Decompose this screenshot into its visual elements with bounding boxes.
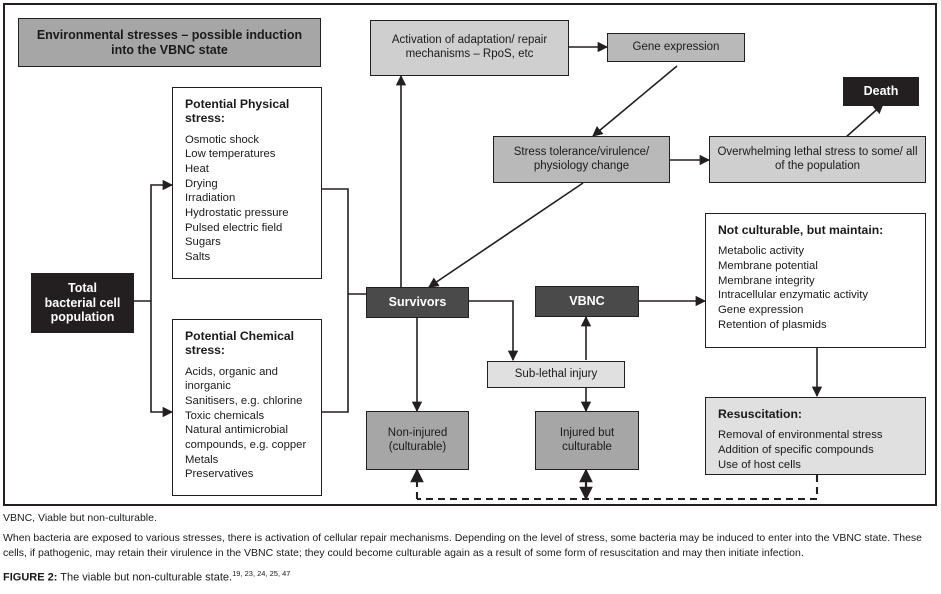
node-physical-stress-items: Osmotic shock Low temperatures Heat Dryi…	[185, 133, 289, 265]
list-item: Pulsed electric field	[185, 221, 283, 234]
node-overwhelming-lethal-stress: Overwhelming lethal stress to some/ all …	[709, 136, 926, 183]
node-not-culturable: Not culturable, but maintain: Metabolic …	[705, 213, 926, 348]
node-total-population-text: Total bacterial cell population	[44, 280, 121, 325]
node-death-text: Death	[863, 84, 899, 99]
list-item: Addition of specific compounds	[718, 444, 874, 457]
node-resuscitation-items: Removal of environmental stress Addition…	[718, 428, 883, 472]
node-vbnc-text: VBNC	[569, 294, 605, 309]
list-item: Heat	[185, 163, 209, 176]
wire-population-to-chemical	[150, 301, 174, 418]
list-item: Low temperatures	[185, 148, 276, 161]
list-item: Toxic chemicals	[185, 409, 265, 422]
caption-figure-label: FIGURE 2:	[3, 571, 58, 584]
node-gene-expression: Gene expression	[607, 33, 745, 62]
wire-physical-right	[321, 188, 349, 294]
list-item: Metals	[185, 453, 219, 466]
list-item: Use of host cells	[718, 458, 801, 471]
node-resuscitation-heading: Resuscitation:	[718, 407, 802, 421]
node-overwhelming-lethal-stress-text: Overwhelming lethal stress to some/ all …	[717, 145, 918, 172]
wire-stress-to-activation	[348, 74, 407, 295]
list-item: Osmotic shock	[185, 133, 260, 146]
list-item: Sugars	[185, 236, 221, 249]
figure-caption: VBNC, Viable but non-culturable. When ba…	[3, 512, 937, 583]
wire-population-split	[134, 179, 174, 302]
node-survivors-text: Survivors	[388, 295, 447, 310]
node-non-injured-text: Non-injured (culturable)	[387, 426, 448, 453]
node-stress-tolerance-text: Stress tolerance/virulence/ physiology c…	[513, 145, 650, 172]
node-not-culturable-heading: Not culturable, but maintain:	[718, 223, 884, 237]
node-sub-lethal-injury: Sub-lethal injury	[487, 361, 625, 388]
node-death: Death	[843, 77, 919, 106]
node-chemical-stress-heading: Potential Chemical stress:	[185, 329, 295, 358]
list-item: Metabolic activity	[718, 245, 805, 258]
node-chemical-stress: Potential Chemical stress: Acids, organi…	[172, 319, 322, 496]
node-sub-lethal-injury-text: Sub-lethal injury	[514, 367, 598, 380]
node-not-culturable-items: Metabolic activity Membrane potential Me…	[718, 244, 868, 332]
node-injured-but-culturable: Injured but culturable	[535, 411, 639, 470]
caption-body: When bacteria are exposed to various str…	[3, 532, 923, 559]
list-item: Preservatives	[185, 468, 254, 481]
node-chemical-stress-items: Acids, organic and inorganic Sanitisers,…	[185, 365, 311, 482]
caption-abbreviation: VBNC, Viable but non-culturable.	[3, 512, 157, 524]
list-item: Removal of environmental stress	[718, 429, 883, 442]
list-item: Gene expression	[718, 304, 804, 317]
list-item: Retention of plasmids	[718, 318, 827, 331]
node-vbnc: VBNC	[535, 286, 639, 317]
caption-figure-title: The viable but non-culturable state.	[57, 571, 233, 584]
caption-references: 19, 23, 24, 25, 47	[232, 568, 291, 578]
list-item: Hydrostatic pressure	[185, 207, 289, 220]
header-banner: Environmental stresses – possible induct…	[18, 18, 321, 67]
list-item: Irradiation	[185, 192, 236, 205]
wire-stress-to-survivors	[428, 182, 584, 288]
node-injured-but-culturable-text: Injured but culturable	[559, 426, 615, 453]
node-survivors: Survivors	[366, 287, 469, 318]
node-physical-stress-heading: Potential Physical stress:	[185, 97, 290, 126]
caption-figure-line: FIGURE 2: The viable but non-culturable …	[3, 569, 937, 584]
node-gene-expression-text: Gene expression	[632, 40, 720, 53]
wire-survivors-to-sublethal	[469, 300, 519, 362]
node-physical-stress: Potential Physical stress: Osmotic shock…	[172, 87, 322, 279]
wire-chemical-right	[321, 294, 349, 413]
list-item: Drying	[185, 177, 218, 190]
list-item: Natural antimicrobial compounds, e.g. co…	[185, 424, 307, 452]
node-total-population: Total bacterial cell population	[31, 273, 134, 333]
node-non-injured: Non-injured (culturable)	[366, 411, 469, 470]
list-item: Acids, organic and inorganic	[185, 365, 278, 393]
node-activation-repair: Activation of adaptation/ repair mechani…	[370, 20, 569, 76]
wire-overwhelming-to-death	[844, 103, 884, 139]
list-item: Membrane integrity	[718, 274, 815, 287]
list-item: Intracellular enzymatic activity	[718, 289, 869, 302]
figure-frame: Environmental stresses – possible induct…	[3, 3, 937, 506]
list-item: Sanitisers, e.g. chlorine	[185, 395, 303, 408]
wire-resuscitation-feedback-trunk	[417, 475, 819, 501]
node-stress-tolerance: Stress tolerance/virulence/ physiology c…	[493, 136, 670, 183]
list-item: Membrane potential	[718, 260, 818, 273]
node-activation-repair-text: Activation of adaptation/ repair mechani…	[391, 34, 548, 60]
header-banner-text: Environmental stresses – possible induct…	[36, 27, 303, 57]
list-item: Salts	[185, 251, 211, 264]
node-resuscitation: Resuscitation: Removal of environmental …	[705, 397, 926, 475]
wire-gene-to-stress	[592, 65, 678, 137]
